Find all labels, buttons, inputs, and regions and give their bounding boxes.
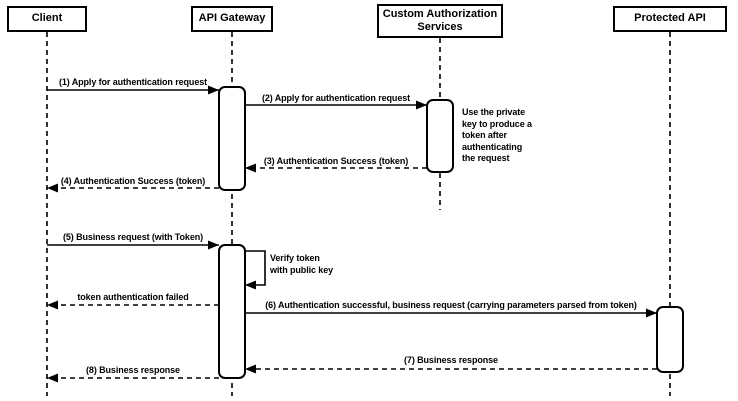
message-3-label: (3) Authentication Success (token) bbox=[263, 156, 409, 166]
note-line: Use the private bbox=[462, 107, 526, 117]
message-5-label: (5) Business request (with Token) bbox=[62, 232, 204, 242]
activation-bar-api-gateway-business bbox=[218, 244, 246, 379]
note-line: token after bbox=[462, 130, 507, 140]
self-message-label: Verify token with public key bbox=[270, 253, 333, 276]
actor-custom-authorization-services: Custom Authorization Services bbox=[377, 4, 503, 38]
actor-protected-api-label: Protected API bbox=[634, 12, 706, 25]
token-auth-failed-label: token authentication failed bbox=[77, 292, 189, 302]
actor-client: Client bbox=[7, 6, 87, 32]
actor-api-gateway-label: API Gateway bbox=[198, 12, 266, 25]
message-2-label: (2) Apply for authentication request bbox=[261, 93, 411, 103]
note-line: authenticating bbox=[462, 141, 523, 152]
actor-custom-authorization-services-label: Custom Authorization Services bbox=[382, 7, 498, 33]
actor-protected-api: Protected API bbox=[613, 6, 727, 32]
arrow-self-message-verify-token bbox=[245, 250, 266, 290]
note-line: the request bbox=[462, 153, 510, 163]
note-line: key to produce a bbox=[462, 118, 532, 129]
message-6-label: (6) Authentication successful, business … bbox=[265, 300, 637, 310]
message-8-label: (8) Business response bbox=[86, 365, 180, 375]
actor-api-gateway: API Gateway bbox=[191, 6, 273, 32]
activation-bar-protected-api bbox=[656, 306, 684, 373]
self-message-line: with public key bbox=[270, 264, 334, 275]
message-1-label: (1) Apply for authentication request bbox=[58, 77, 208, 87]
self-message-line: Verify token bbox=[270, 253, 320, 263]
activation-bar-api-gateway-auth bbox=[218, 86, 246, 191]
activation-bar-custom-authorization-services bbox=[426, 99, 454, 173]
message-7-label: (7) Business response bbox=[404, 355, 498, 365]
actor-client-label: Client bbox=[31, 12, 63, 25]
message-4-label: (4) Authentication Success (token) bbox=[60, 176, 206, 186]
note-use-private-key: Use the private key to produce a token a… bbox=[462, 107, 532, 165]
